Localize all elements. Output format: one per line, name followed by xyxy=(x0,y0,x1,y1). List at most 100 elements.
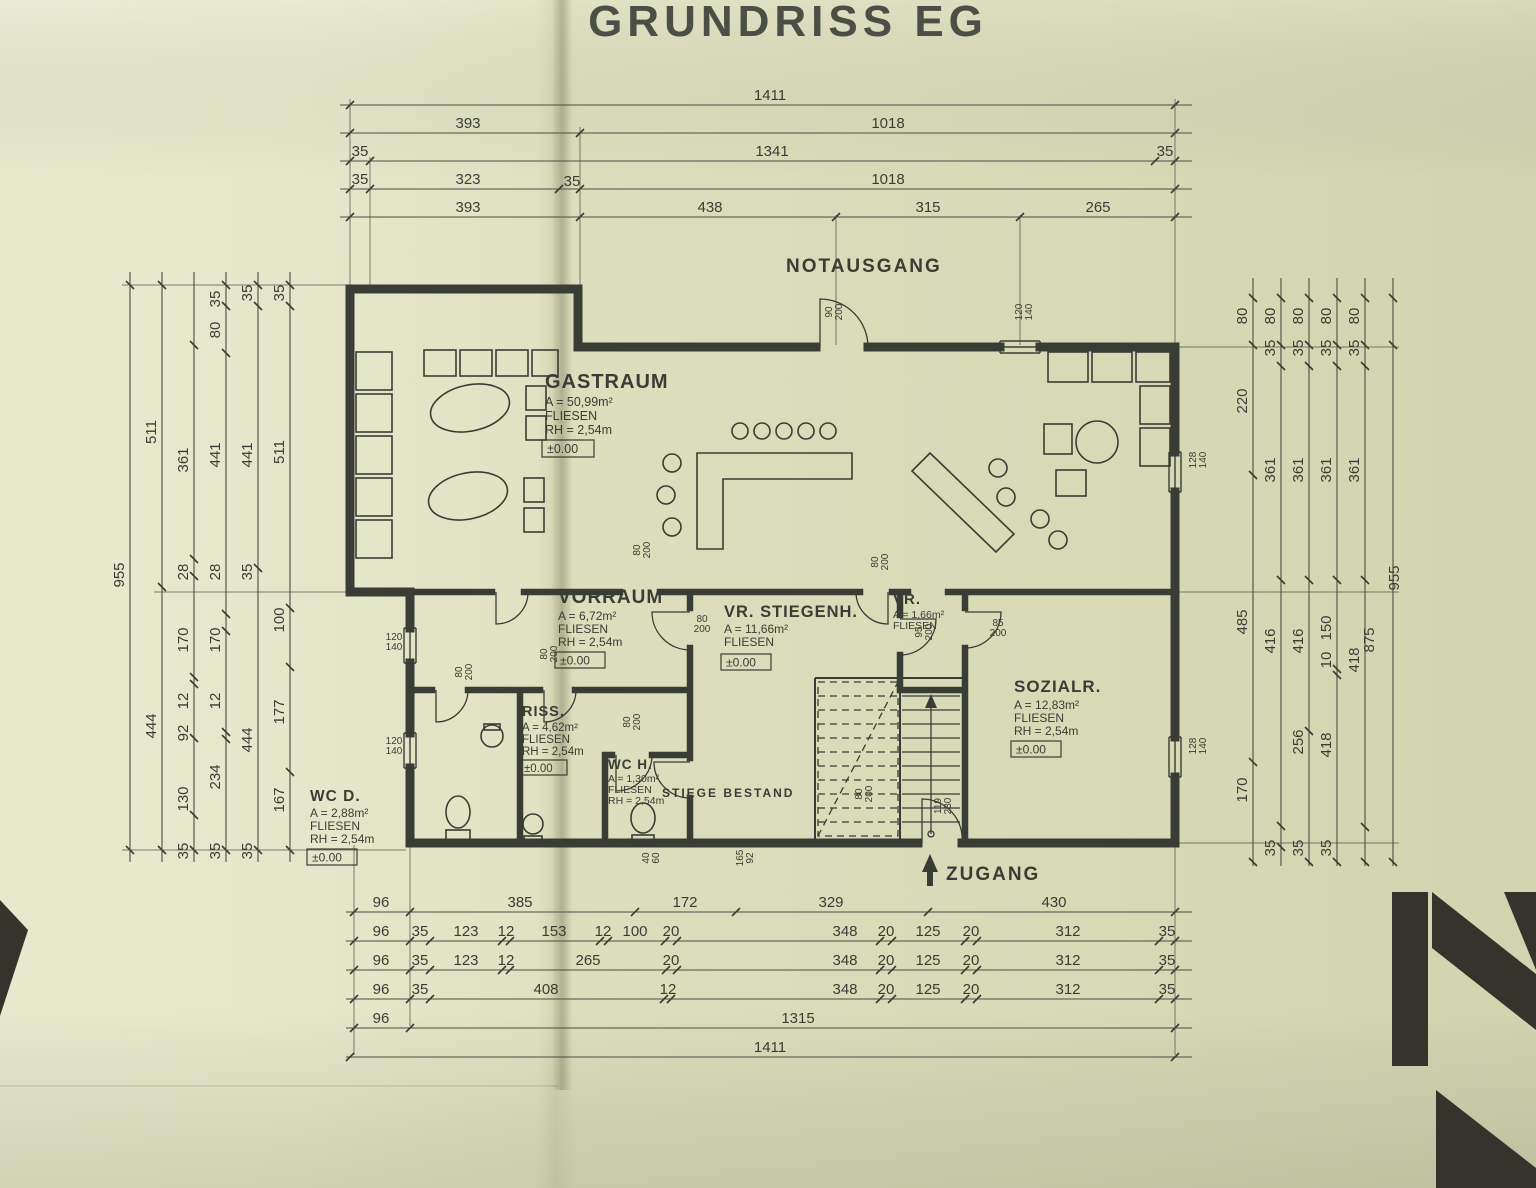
room-label-wc-d: WC D. A = 2,88m² FLIESEN RH = 2,54m ±0.0… xyxy=(306,788,374,866)
dim-label: 35 xyxy=(207,843,224,860)
sanitary-fixtures xyxy=(445,723,656,846)
dim-label: 20 xyxy=(663,923,680,940)
dim-label: 35 xyxy=(1318,840,1335,857)
dim-label: 329 xyxy=(818,894,843,911)
interior-walls xyxy=(346,588,1179,847)
dim-label: 441 xyxy=(207,442,224,467)
dim-label: 955 xyxy=(111,562,128,587)
dim-label: 35 xyxy=(1159,981,1176,998)
dim-label: 96 xyxy=(373,894,390,911)
page-title: GRUNDRISS EG xyxy=(588,0,988,46)
room-label-sozialr: SOZIALR. A = 12,83m² FLIESEN RH = 2,54m … xyxy=(1010,677,1101,758)
level-box xyxy=(541,439,595,458)
dim-label: 35 xyxy=(239,285,256,302)
room-area: A = 11,66m² xyxy=(724,622,788,636)
room-height: RH = 2,54m xyxy=(608,795,665,807)
dim-label: 96 xyxy=(373,923,390,940)
dim-label: 12 xyxy=(498,952,515,969)
door-size-label: 80200 xyxy=(454,663,475,680)
dim-label: 125 xyxy=(915,952,940,969)
room-name: GASTRAUM xyxy=(545,371,669,393)
dim-label: 125 xyxy=(915,923,940,940)
room-floor: FLIESEN xyxy=(608,784,652,796)
door-stiegenhaus xyxy=(855,591,889,625)
dim-label: 35 xyxy=(352,171,369,188)
room-name: VORRAUM xyxy=(558,587,663,608)
room-floor: FLIESEN xyxy=(893,620,937,632)
zugang-label: ZUGANG xyxy=(946,864,1040,885)
dim-label: 220 xyxy=(1234,388,1251,413)
dim-label: 35 xyxy=(175,843,192,860)
dimension-lines xyxy=(129,104,1394,1058)
sink xyxy=(480,724,504,748)
room-label-vr-stiegenhaus: VR. STIEGENH. A = 11,66m² FLIESEN ±0.00 xyxy=(720,603,857,671)
dim-label: 80 xyxy=(1234,308,1251,325)
dim-label: 35 xyxy=(1262,840,1279,857)
dim-label: 12 xyxy=(498,923,515,940)
door-zugang xyxy=(921,798,963,844)
dim-label: 100 xyxy=(271,607,288,632)
dim-label: 361 xyxy=(175,447,192,472)
door-vr xyxy=(899,618,937,656)
dim-label: 511 xyxy=(271,440,288,464)
door-size-label: 128140 xyxy=(1188,737,1209,754)
dim-label: 511 xyxy=(143,420,160,444)
dim-label: 408 xyxy=(533,981,558,998)
dim-label: 348 xyxy=(832,981,857,998)
room-label-gastraum: GASTRAUM A = 50,99m² FLIESEN RH = 2,54m … xyxy=(541,371,669,458)
dim-label: 265 xyxy=(575,952,600,969)
dim-label: 1411 xyxy=(754,1039,786,1056)
dim-label: 20 xyxy=(663,952,680,969)
level-box xyxy=(720,653,772,671)
dim-label: 20 xyxy=(963,923,980,940)
dim-label: 348 xyxy=(832,923,857,940)
room-floor: FLIESEN xyxy=(724,635,774,649)
dim-label: 20 xyxy=(878,952,895,969)
dim-label: 35 xyxy=(412,981,429,998)
room-area: A = 1,30m² xyxy=(608,773,660,785)
door-size-label: 128140 xyxy=(1188,451,1209,468)
doors xyxy=(435,298,1002,844)
dim-label: 96 xyxy=(373,952,390,969)
dim-label: 441 xyxy=(239,442,256,467)
stairs xyxy=(817,681,960,838)
room-height: RH = 2,54m xyxy=(310,832,374,846)
door-wc-d xyxy=(435,689,469,723)
room-area: A = 4,62m² xyxy=(522,722,578,734)
dim-label: 123 xyxy=(453,952,478,969)
room-area: A = 1,66m² xyxy=(893,609,945,621)
dim-label: 312 xyxy=(1055,981,1080,998)
dim-label: 1315 xyxy=(781,1010,814,1027)
dim-label: 35 xyxy=(412,952,429,969)
room-name: SOZIALR. xyxy=(1014,677,1101,696)
door-riss xyxy=(543,689,577,723)
dim-label: 35 xyxy=(1318,340,1335,357)
paper-crease xyxy=(552,0,572,1090)
dim-label: 361 xyxy=(1346,457,1363,482)
dim-label: 312 xyxy=(1055,923,1080,940)
dim-label: 35 xyxy=(1159,952,1176,969)
door-corridor xyxy=(653,761,691,799)
toilet xyxy=(630,802,656,834)
room-height: RH = 2,54m xyxy=(558,635,622,649)
dim-label: 418 xyxy=(1346,647,1363,672)
table-oval xyxy=(429,383,511,433)
room-level: ±0.00 xyxy=(726,656,756,670)
door-size-label: 80200 xyxy=(539,645,560,662)
door-size-label: 80200 xyxy=(854,785,875,802)
door-gastraum-vorraum xyxy=(495,591,529,625)
dim-label: 418 xyxy=(1318,732,1335,757)
room-label-wc-h: WC H. A = 1,30m² FLIESEN RH = 2,54m xyxy=(608,757,665,807)
window-right-upper xyxy=(1168,451,1182,493)
dim-label: 100 xyxy=(622,923,647,940)
dim-label: 35 xyxy=(412,923,429,940)
door-sozialr xyxy=(964,611,1002,649)
room-area: A = 12,83m² xyxy=(1014,698,1079,712)
dim-label: 123 xyxy=(453,923,478,940)
dim-label: 80 xyxy=(1346,308,1363,325)
